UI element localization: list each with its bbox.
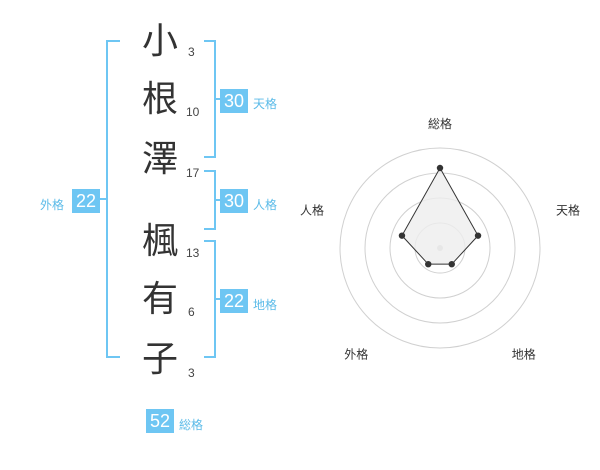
radar-axis-label-総格: 総格 [428,116,452,131]
bracket-gaikaku-tick [98,198,108,200]
stroke-count-2: 10 [186,105,200,119]
chikaku-value-badge: 22 [220,289,248,313]
gaikaku-value-badge: 22 [72,189,100,213]
stroke-count-4: 13 [186,246,200,260]
bracket-tenkaku-tick [214,98,222,100]
radar-polygon [401,166,479,265]
radar-point-天格 [474,232,482,239]
bracket-gaikaku [106,40,120,358]
name-char-1: 小 [141,21,178,62]
tenkaku-label: 天格 [253,97,278,111]
tenkaku-value-badge: 30 [220,89,248,113]
radar-axis-label-天格: 天格 [556,202,580,217]
soukaku-value-badge: 52 [146,409,174,433]
radar-point-総格 [436,164,444,172]
jinkaku-value-badge: 30 [220,189,248,213]
name-char-4: 楓 [141,221,178,262]
stroke-count-6: 3 [188,366,195,380]
radar-axis-label-地格: 地格 [512,347,536,360]
soukaku-label: 総格 [179,418,204,432]
radar-axis-label-人格: 人格 [300,202,324,217]
bracket-chikaku-tick [214,298,222,300]
radar-ring-4 [339,147,541,349]
name-char-2: 根 [141,79,178,120]
jinkaku-label: 人格 [253,198,278,212]
radar-point-地格 [448,260,455,268]
stroke-count-5: 6 [188,305,195,319]
radar-point-人格 [398,232,406,239]
radar-shape [398,164,482,268]
name-char-3: 澤 [141,139,178,180]
gaikaku-label: 外格 [40,198,65,212]
chikaku-label: 地格 [253,298,278,312]
stroke-count-3: 17 [186,166,200,180]
radar-axis-label-外格: 外格 [344,347,368,360]
name-char-5: 有 [141,279,178,320]
radar-point-外格 [425,260,432,268]
bracket-jinkaku-tick [214,199,222,201]
stroke-count-1: 3 [188,45,195,59]
name-char-6: 子 [141,339,178,380]
